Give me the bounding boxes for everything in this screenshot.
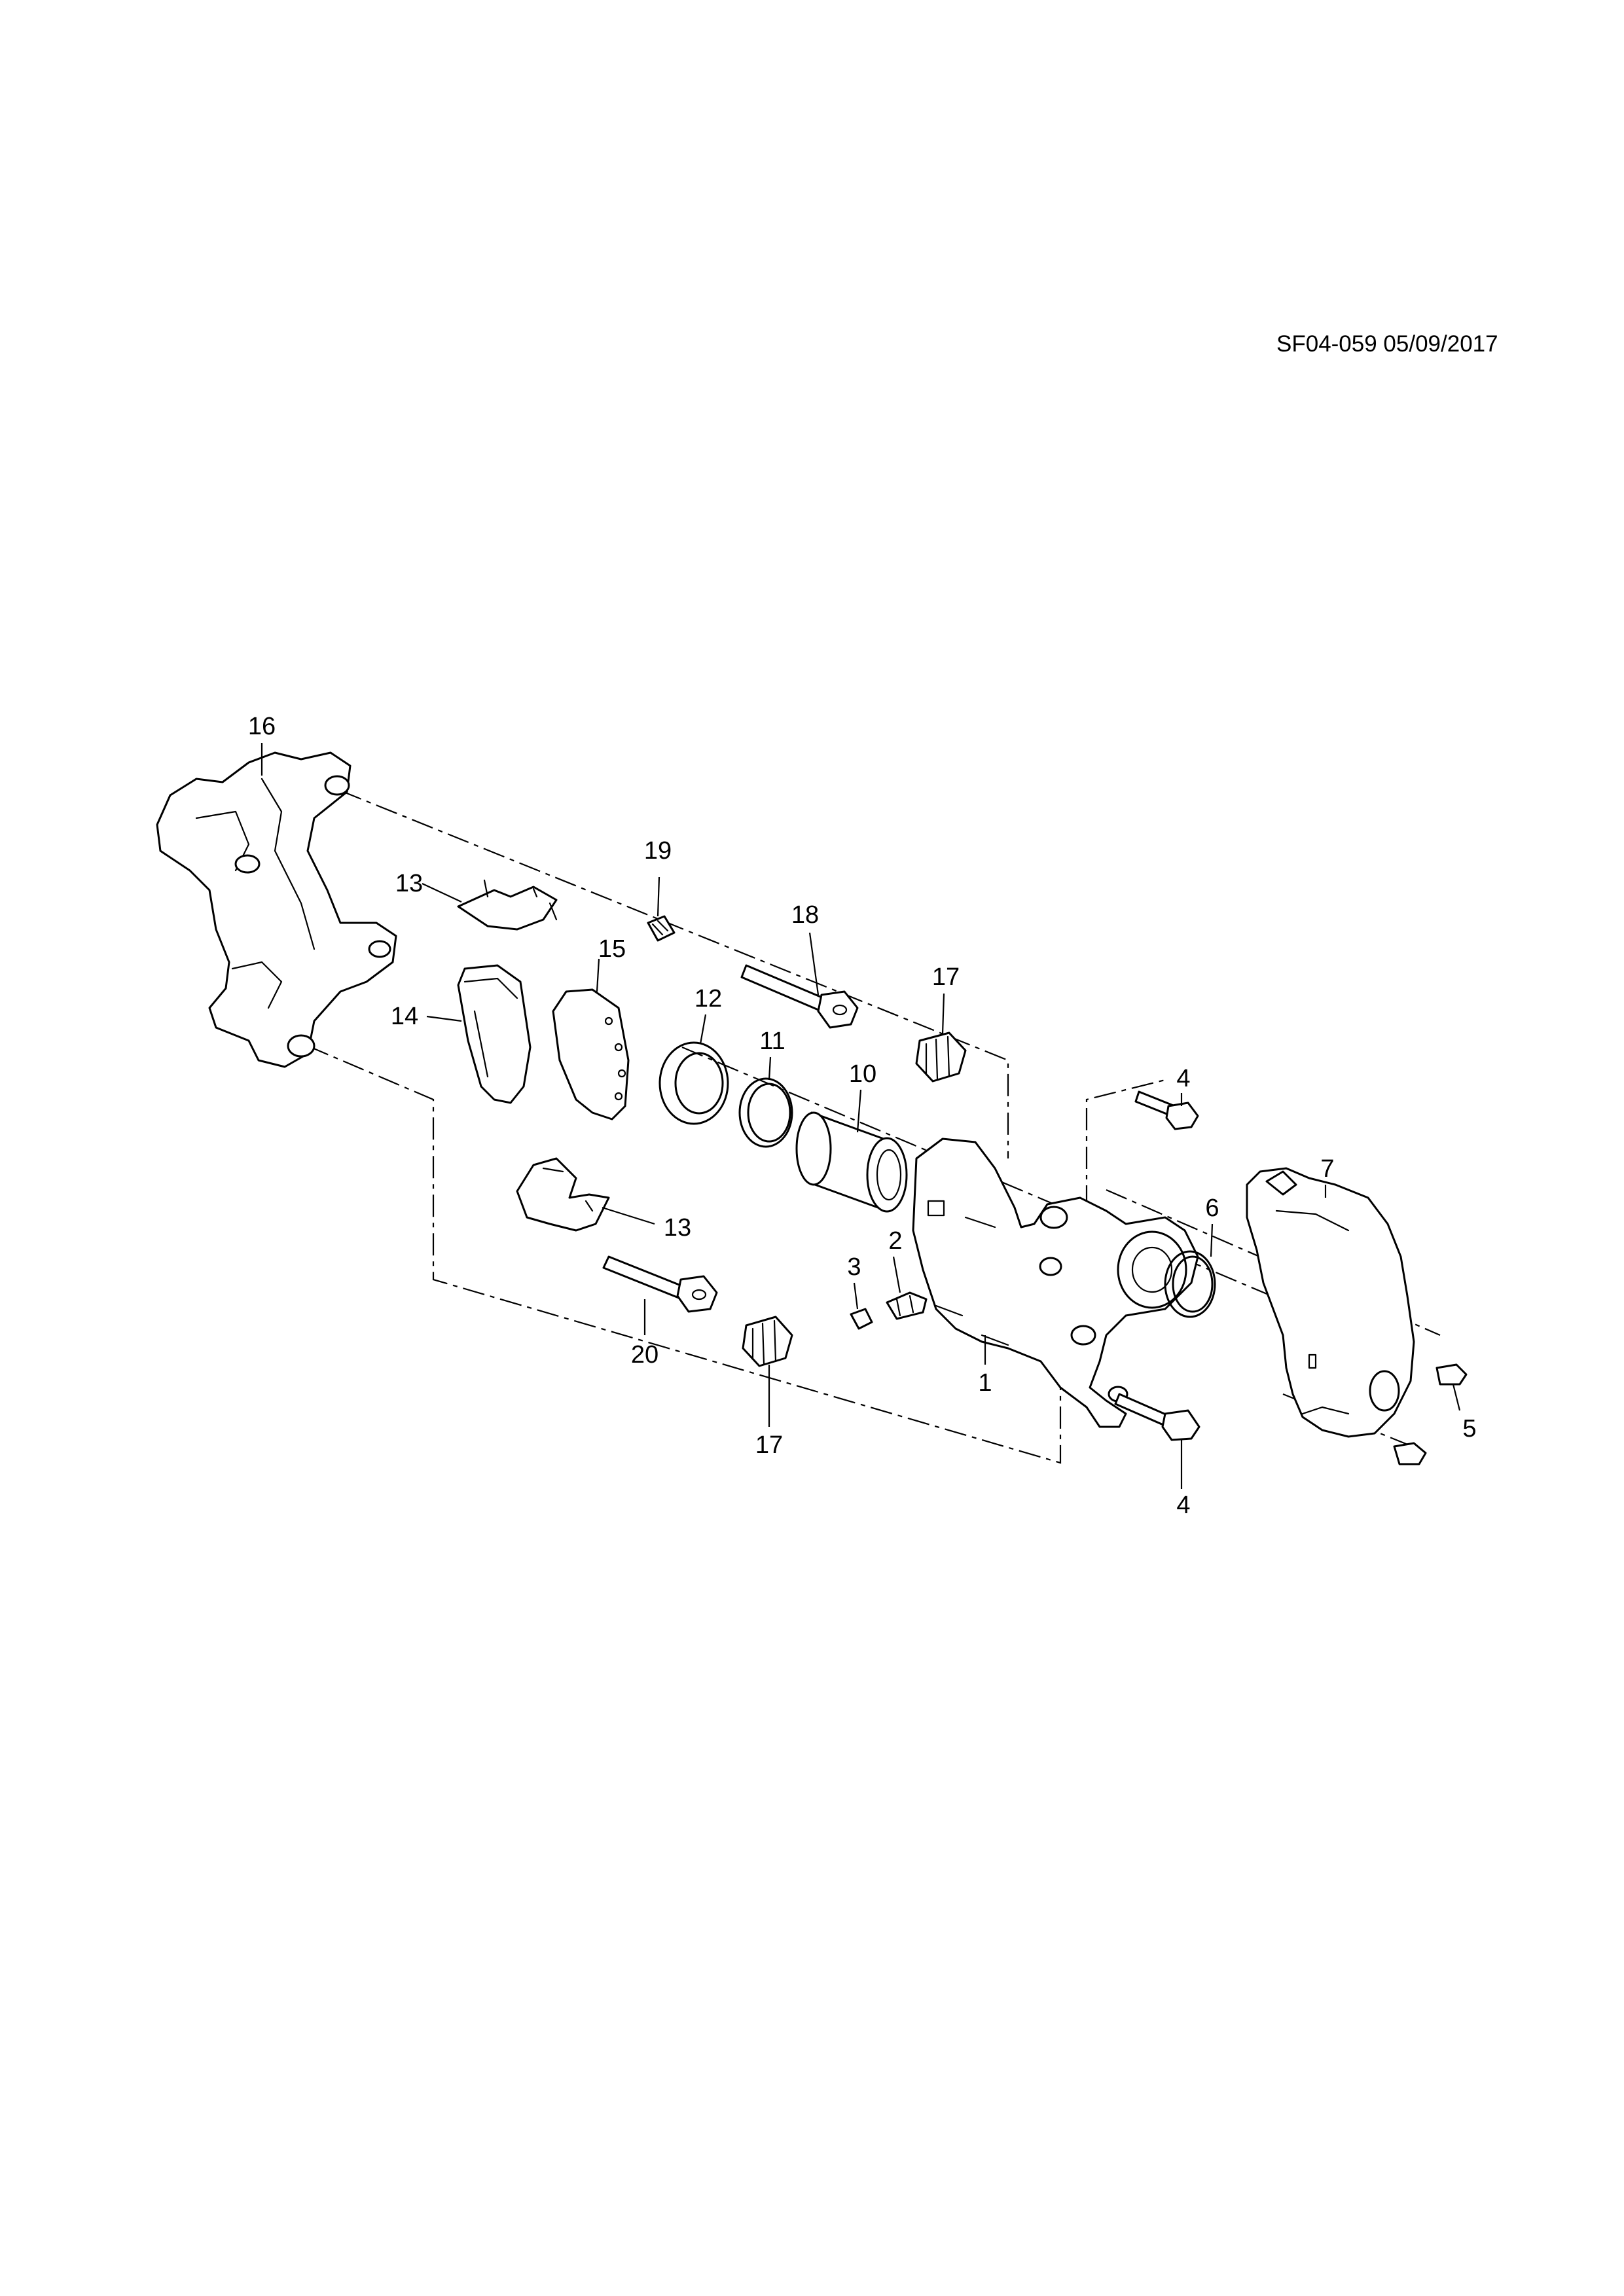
upper-guide-pin <box>740 964 859 1029</box>
callout-17-lower: 17 <box>755 1431 783 1459</box>
callout-5: 5 <box>1462 1415 1476 1443</box>
callout-4-lower: 4 <box>1176 1492 1190 1519</box>
callouts: 16 13 15 14 19 18 17 12 11 10 4 7 6 3 2 … <box>248 713 1477 1519</box>
document-id: SF04-059 05/09/2017 <box>1276 331 1498 357</box>
callout-20: 20 <box>631 1341 659 1369</box>
lower-guide-pin <box>602 1255 718 1313</box>
piston-axis <box>681 1046 1303 1310</box>
callout-19: 19 <box>644 837 672 865</box>
callout-1: 1 <box>978 1369 992 1397</box>
bleeder-cap <box>850 1308 873 1330</box>
upper-pin-axis <box>340 789 1009 1158</box>
leader-lines <box>261 743 1461 1489</box>
callout-13-upper: 13 <box>395 870 423 897</box>
upper-bolt-axis <box>1085 1079 1166 1208</box>
piston <box>795 1111 908 1213</box>
inner-brake-pad <box>552 988 630 1121</box>
lower-pad-clip <box>516 1157 610 1232</box>
callout-7: 7 <box>1320 1155 1334 1183</box>
callout-2: 2 <box>888 1227 902 1255</box>
callout-13-lower: 13 <box>664 1214 691 1242</box>
callout-11: 11 <box>759 1028 785 1055</box>
callout-4-upper: 4 <box>1176 1065 1190 1092</box>
carrier-bracket <box>156 751 397 1068</box>
dust-boot <box>659 1041 729 1125</box>
lower-motor-bolt <box>1114 1393 1200 1441</box>
callout-6: 6 <box>1205 1194 1219 1222</box>
assembly-axes <box>307 789 1441 1464</box>
parking-brake-motor <box>1246 1167 1415 1438</box>
motor-screw-lower <box>1393 1442 1427 1465</box>
guide-pin-boot <box>647 915 676 942</box>
callout-12: 12 <box>695 985 722 1013</box>
callout-17-upper: 17 <box>932 963 960 991</box>
upper-pad-clip <box>457 879 558 931</box>
motor-lower-axis <box>1282 1393 1421 1451</box>
callout-14: 14 <box>391 1003 418 1030</box>
lower-pin-axis <box>307 1045 1062 1464</box>
bleeder-screw <box>886 1291 928 1320</box>
callout-3: 3 <box>847 1253 861 1281</box>
caliper-housing <box>912 1138 1199 1428</box>
upper-bushing <box>915 1031 967 1083</box>
motor-o-ring <box>1164 1250 1216 1318</box>
callout-15: 15 <box>598 935 626 963</box>
outer-brake-pad <box>457 964 532 1104</box>
motor-screw-upper <box>1435 1363 1468 1386</box>
callout-18: 18 <box>791 901 819 929</box>
callout-16: 16 <box>248 713 276 740</box>
callout-10: 10 <box>849 1060 876 1088</box>
motor-axis <box>1106 1189 1441 1336</box>
lower-bushing <box>742 1316 793 1367</box>
piston-seal <box>738 1077 793 1148</box>
upper-motor-bolt <box>1134 1090 1199 1130</box>
